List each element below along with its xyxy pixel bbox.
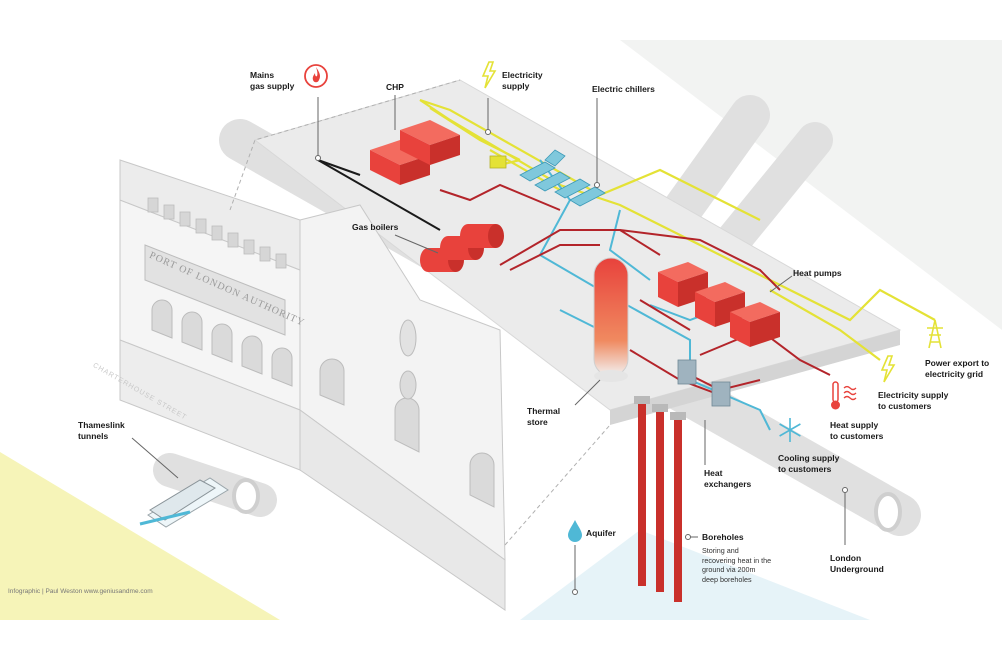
chp-units [370, 120, 460, 185]
leader-dots [315, 129, 848, 595]
water-drop-icon [568, 520, 582, 542]
label-gas-boilers: Gas boilers [352, 222, 399, 232]
label-chp: CHP [386, 82, 404, 92]
image-credit: Infographic | Paul Weston www.geniusandm… [8, 588, 153, 595]
label-heat-pumps: Heat pumps [793, 268, 842, 278]
thermal-store-tank [593, 257, 629, 382]
pylon-icon [927, 319, 943, 349]
heat-pumps [658, 262, 780, 347]
thameslink-train [139, 477, 229, 528]
aquifer-area [520, 530, 870, 620]
lightning-icon-customers [880, 355, 896, 383]
background-grey-band [620, 40, 1002, 330]
leader-lines [131, 95, 846, 590]
building-dashed-outline-lower [504, 424, 611, 546]
ground-yellow-area [0, 452, 280, 620]
snowflake-icon [779, 418, 801, 442]
boreholes [634, 396, 686, 602]
thermometer-icon [831, 381, 857, 410]
lightning-icon [481, 61, 497, 89]
building-dashed-outline [229, 79, 461, 211]
boreholes-description: Storing and recovering heat in the groun… [702, 546, 772, 584]
label-electric-chillers: Electric chillers [592, 84, 655, 94]
electric-chillers [519, 149, 606, 207]
flame-icon [304, 64, 328, 88]
slab-edge [610, 330, 900, 425]
heat-exchangers [677, 359, 731, 407]
gas-boilers [420, 224, 504, 272]
label-aquifer: Aquifer [586, 528, 616, 538]
label-boreholes: Boreholes [702, 532, 744, 542]
gas-lines [317, 159, 441, 231]
electric-switchgear [489, 155, 507, 169]
port-of-london-building [119, 159, 506, 611]
